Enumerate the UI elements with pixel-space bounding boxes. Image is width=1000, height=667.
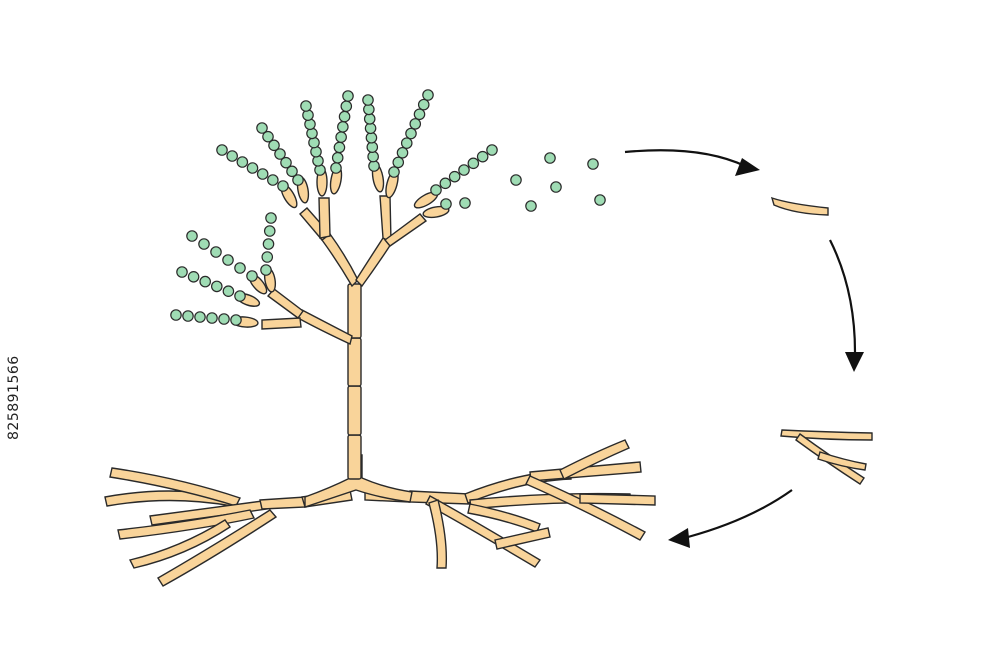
conidium (198, 238, 210, 250)
conidium (222, 254, 234, 266)
conidium (333, 141, 346, 154)
conidium (226, 150, 238, 162)
released-conidium (594, 194, 606, 206)
conidium (430, 184, 442, 196)
conidium (262, 130, 274, 143)
conidium (186, 230, 198, 242)
conidium (267, 174, 279, 186)
arrowhead-1 (735, 158, 760, 176)
conidium (300, 100, 312, 112)
conidium (268, 139, 280, 152)
conidium (280, 156, 292, 169)
conidium (400, 137, 413, 149)
conidium (405, 127, 417, 140)
conidium (368, 160, 380, 172)
conidium (187, 270, 200, 283)
conidium (170, 309, 182, 321)
conidium (176, 266, 188, 278)
conidium (194, 311, 206, 323)
conidium (261, 251, 274, 263)
conidium (337, 121, 349, 133)
conidium (330, 162, 342, 174)
young-branching-hypha (780, 429, 873, 485)
conidium (392, 156, 405, 169)
conidium (338, 110, 351, 123)
conidium (413, 108, 426, 121)
conidium (367, 150, 379, 163)
conidium (210, 246, 222, 258)
conidium (263, 225, 276, 237)
released-conidium (544, 152, 556, 164)
conidium (234, 262, 246, 274)
stock-id-label: 825891566 (6, 355, 22, 440)
germinating-spore (770, 196, 829, 216)
conidium (274, 148, 286, 160)
conidia-chains (170, 89, 498, 326)
arrowhead-2 (845, 352, 864, 372)
life-cycle-arrows (624, 149, 864, 548)
conidium (331, 151, 344, 164)
conidium (342, 90, 354, 102)
conidium (246, 162, 259, 174)
conidium (388, 166, 400, 178)
conidium (363, 113, 376, 125)
conidium (335, 131, 347, 143)
conidium (292, 174, 304, 186)
arrowhead-3 (668, 528, 690, 548)
conidium (440, 198, 452, 210)
conidium (364, 122, 377, 135)
conidium (439, 177, 452, 190)
released-conidium (587, 158, 599, 170)
conidium (246, 270, 258, 282)
released-conidium (525, 200, 537, 212)
conidium (467, 157, 480, 170)
conidium (363, 103, 375, 116)
mycelium (104, 439, 656, 587)
conidium (256, 168, 269, 180)
conidium (218, 313, 230, 325)
released-conidium (550, 181, 562, 193)
conidium (236, 156, 249, 168)
conidium (206, 312, 218, 324)
conidium (448, 170, 461, 183)
conidium (476, 150, 489, 163)
conidium (265, 212, 277, 224)
conidium (216, 144, 228, 156)
conidium (396, 146, 409, 159)
conidium (256, 122, 268, 134)
conidium (458, 164, 470, 176)
released-conidia (459, 152, 606, 212)
conidium (486, 144, 498, 156)
conidium (260, 264, 272, 276)
conidium (409, 118, 422, 130)
released-conidium (510, 174, 522, 186)
released-conidium (459, 197, 471, 209)
conidium (182, 310, 194, 322)
conidiophore (231, 163, 450, 508)
conidium (286, 165, 298, 178)
conidium (211, 280, 223, 293)
conidium (199, 275, 211, 288)
conidium (362, 94, 374, 106)
conidium (366, 141, 379, 153)
conidium (230, 314, 242, 326)
conidium (422, 89, 434, 101)
conidium (417, 98, 430, 111)
conidium (262, 238, 275, 250)
conidium (234, 290, 246, 302)
conidium (340, 100, 353, 113)
conidium (277, 180, 289, 192)
conidium (222, 285, 235, 297)
conidium (365, 131, 378, 144)
